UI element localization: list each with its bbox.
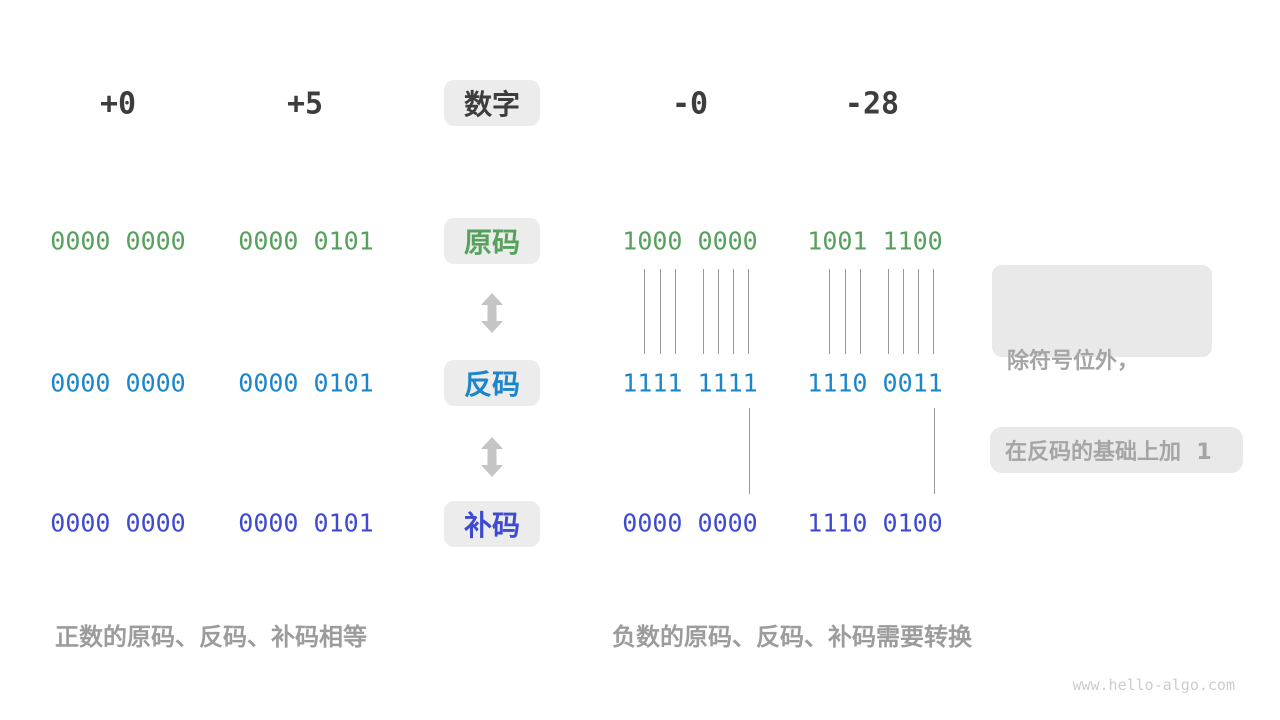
bit-connector-line <box>888 269 889 354</box>
note-invert-bits: 除符号位外， 对其余所有位取反 <box>992 265 1212 476</box>
bit-connector-line <box>829 269 830 354</box>
bit-connector-line <box>660 269 661 354</box>
sign-magnitude-pos-five: 0000 0101 <box>238 226 374 256</box>
badge-number: 数字 <box>444 80 540 126</box>
twos-complement-neg-28: 1110 0100 <box>807 508 943 538</box>
bit-connector-line <box>733 269 734 354</box>
bit-connector-line <box>918 269 919 354</box>
up-down-arrow-icon <box>481 293 503 333</box>
header-pos-zero: +0 <box>99 86 137 122</box>
caption-positive: 正数的原码、反码、补码相等 <box>55 623 367 651</box>
twos-complement-neg-zero: 0000 0000 <box>622 508 758 538</box>
sign-magnitude-neg-zero: 1000 0000 <box>622 226 758 256</box>
bit-connector-line <box>860 269 861 354</box>
bit-connector-line <box>675 269 676 354</box>
note-add-one: 在反码的基础上加 1 <box>990 427 1243 473</box>
ones-complement-neg-28: 1110 0011 <box>807 368 943 398</box>
sign-magnitude-pos-zero: 0000 0000 <box>50 226 186 256</box>
bit-connector-line <box>934 408 935 494</box>
sign-magnitude-neg-28: 1001 1100 <box>807 226 943 256</box>
bit-connector-line <box>933 269 934 354</box>
ones-complement-pos-zero: 0000 0000 <box>50 368 186 398</box>
up-down-arrow-icon <box>481 437 503 477</box>
bit-connector-line <box>749 408 750 494</box>
ones-complement-neg-zero: 1111 1111 <box>622 368 758 398</box>
bit-connector-line <box>748 269 749 354</box>
bit-connector-line <box>903 269 904 354</box>
badge-sign-magnitude: 原码 <box>444 218 540 264</box>
caption-negative: 负数的原码、反码、补码需要转换 <box>612 623 972 651</box>
bit-connector-line <box>644 269 645 354</box>
ones-complement-pos-five: 0000 0101 <box>238 368 374 398</box>
header-neg-28: -28 <box>844 86 900 122</box>
twos-complement-pos-zero: 0000 0000 <box>50 508 186 538</box>
note-add-one-text: 在反码的基础上加 1 <box>1005 440 1212 465</box>
bit-connector-line <box>845 269 846 354</box>
twos-complement-pos-five: 0000 0101 <box>238 508 374 538</box>
badge-ones-complement: 反码 <box>444 360 540 406</box>
badge-twos-complement: 补码 <box>444 501 540 547</box>
site-watermark: www.hello-algo.com <box>1072 676 1235 694</box>
header-pos-five: +5 <box>286 86 324 122</box>
note-invert-line1: 除符号位外， <box>1007 349 1140 374</box>
bit-connector-line <box>703 269 704 354</box>
header-neg-zero: -0 <box>671 86 709 122</box>
bit-connector-line <box>718 269 719 354</box>
